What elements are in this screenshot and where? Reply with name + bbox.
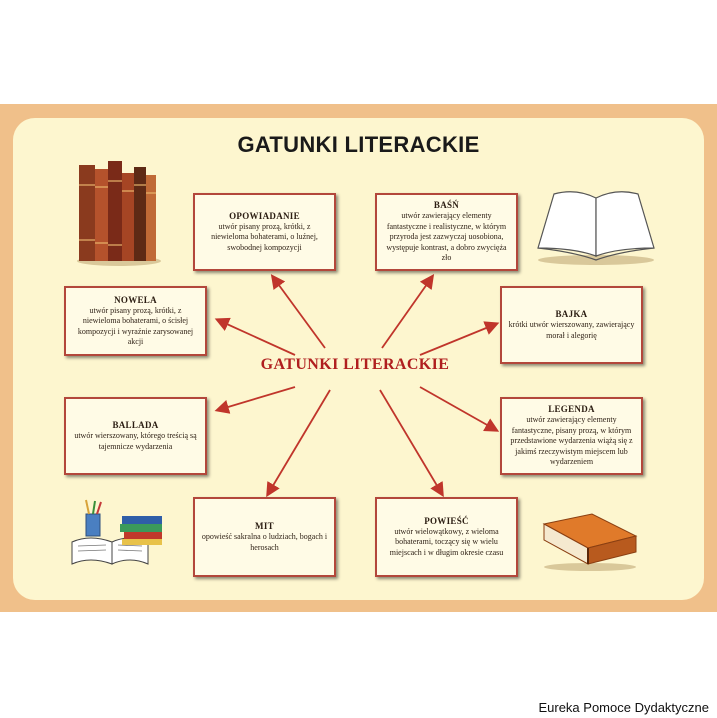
genre-box-mit: MIT opowieść sakralna o ludziach, bogach… xyxy=(193,497,336,577)
watermark-text: Eureka Pomoce Dydaktyczne xyxy=(538,700,709,715)
arrow-opowiadanie xyxy=(270,274,326,349)
genre-box-legenda: LEGENDA utwór zawierający elementy fanta… xyxy=(500,397,643,475)
genre-description: utwór pisany prozą, krótki, z niewieloma… xyxy=(211,221,318,252)
arrow-powiesc xyxy=(379,389,444,498)
books-and-pencils-illustration xyxy=(71,499,162,565)
genre-description: opowieść sakralna o ludziach, bogach i h… xyxy=(201,532,328,552)
genre-box-opowiadanie: OPOWIADANIE utwór pisany prozą, krótki, … xyxy=(193,193,336,271)
genre-name: BALLADA xyxy=(112,420,159,430)
genre-description: utwór wierszowany, którego treścią są ta… xyxy=(74,431,197,451)
genre-box-ballada: BALLADA utwór wierszowany, którego treśc… xyxy=(64,397,207,475)
arrow-ballada xyxy=(214,386,296,414)
center-label: GATUNKI LITERACKIE xyxy=(260,356,450,373)
genre-description: utwór zawierający elementy fantastyczne,… xyxy=(510,415,633,467)
closed-book-illustration xyxy=(542,513,638,571)
poster-title: GATUNKI LITERACKIE xyxy=(237,132,480,157)
arrow-mit xyxy=(266,389,331,498)
genre-description: utwór zawierający elementy fantastyczne … xyxy=(386,211,507,263)
genre-description: utwór wielowątkowy, z wieloma bohaterami… xyxy=(389,526,504,557)
genre-box-basn: BAŚŃ utwór zawierający elementy fantasty… xyxy=(375,193,518,271)
arrow-nowela xyxy=(214,317,296,356)
open-book-illustration xyxy=(537,191,655,265)
genre-description: krótki utwór wierszowany, zawierający mo… xyxy=(508,320,635,340)
genre-name: BAJKA xyxy=(555,309,588,319)
genre-name: NOWELA xyxy=(114,294,157,305)
book-spines-illustration xyxy=(77,161,161,266)
genre-box-powiesc: POWIEŚĆ utwór wielowątkowy, z wieloma bo… xyxy=(375,497,518,577)
genre-name: LEGENDA xyxy=(548,404,595,415)
arrow-legenda xyxy=(419,386,500,432)
genre-name: BAŚŃ xyxy=(433,200,460,211)
arrow-bajka xyxy=(419,321,500,356)
arrow-basn xyxy=(381,274,435,349)
genre-name: POWIEŚĆ xyxy=(424,515,469,526)
genre-description: utwór pisany prozą, krótki, z niewieloma… xyxy=(77,305,194,347)
genre-box-bajka: BAJKA krótki utwór wierszowany, zawieraj… xyxy=(500,286,643,364)
genre-box-nowela: NOWELA utwór pisany prozą, krótki, z nie… xyxy=(64,286,207,356)
genre-name: OPOWIADANIE xyxy=(229,210,300,221)
genre-name: MIT xyxy=(255,521,274,531)
